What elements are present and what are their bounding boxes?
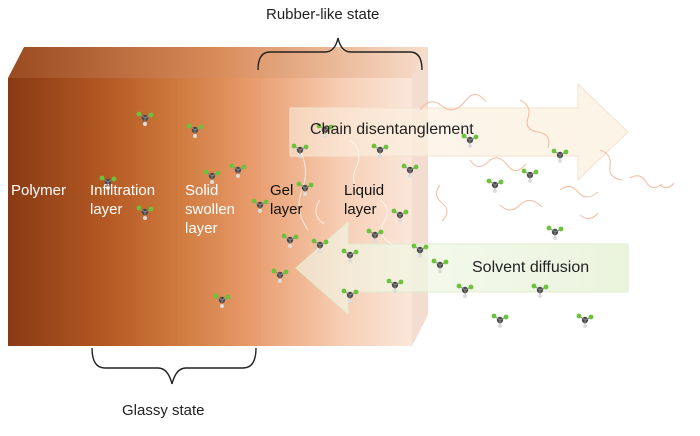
- solvent-molecule: [461, 133, 479, 148]
- solvent-molecule: [136, 111, 154, 126]
- solvent-molecule: [296, 181, 314, 196]
- chain-disentanglement-label: Chain disentanglement: [310, 121, 474, 138]
- solvent-diffusion-label: Solvent diffusion: [472, 259, 590, 276]
- solvent-diffusion-arrow: [295, 220, 629, 316]
- solvent-molecule: [431, 258, 449, 273]
- solvent-molecule: [99, 175, 117, 190]
- solvent-molecule: [291, 143, 309, 158]
- liquid-layer-label: Liquid layer: [344, 182, 385, 218]
- solvent-molecule: [401, 163, 419, 178]
- solvent-molecule: [576, 313, 594, 328]
- solid-swollen-layer-label: Solid swollen layer: [185, 182, 236, 237]
- solvent-molecule: [341, 248, 359, 263]
- rubber-brace: [257, 37, 423, 71]
- solvent-molecule: [251, 198, 269, 213]
- glassy-state-label: Glassy state: [122, 402, 205, 419]
- infiltration-layer-label: Infiltration layer: [90, 182, 156, 218]
- solvent-molecule: [456, 283, 474, 298]
- chain-disentanglement-arrow: [289, 82, 629, 182]
- solvent-molecule: [551, 148, 569, 163]
- solvent-molecule: [271, 268, 289, 283]
- solvent-molecule: [136, 205, 154, 220]
- glassy-brace: [91, 347, 257, 385]
- solvent-molecule: [316, 123, 334, 138]
- solvent-molecule: [281, 233, 299, 248]
- solvent-molecule: [311, 238, 329, 253]
- solvent-molecule: [203, 169, 221, 184]
- solvent-molecule: [386, 278, 404, 293]
- solvent-molecule: [521, 168, 539, 183]
- solvent-molecule: [341, 288, 359, 303]
- solvent-molecule: [546, 225, 564, 240]
- solvent-molecule: [411, 243, 429, 258]
- polymer-chains-near: [298, 139, 393, 245]
- slab-side-face: [412, 47, 428, 346]
- polymer-chains: [419, 93, 675, 222]
- solvent-molecule: [229, 163, 247, 178]
- solvent-molecule: [531, 283, 549, 298]
- solvent-molecule: [491, 313, 509, 328]
- rubber-like-state-label: Rubber-like state: [266, 6, 380, 23]
- polymer-layer-label: Polymer: [11, 182, 67, 199]
- solvent-molecules: [99, 111, 594, 328]
- solvent-molecule: [486, 178, 504, 193]
- solvent-molecule: [366, 228, 384, 243]
- gel-layer-label: Gel layer: [270, 182, 303, 218]
- solvent-molecule: [391, 208, 409, 223]
- solvent-molecule: [371, 143, 389, 158]
- slab-top-face: [8, 47, 428, 78]
- solvent-molecule: [213, 293, 231, 308]
- solvent-molecule: [186, 123, 204, 138]
